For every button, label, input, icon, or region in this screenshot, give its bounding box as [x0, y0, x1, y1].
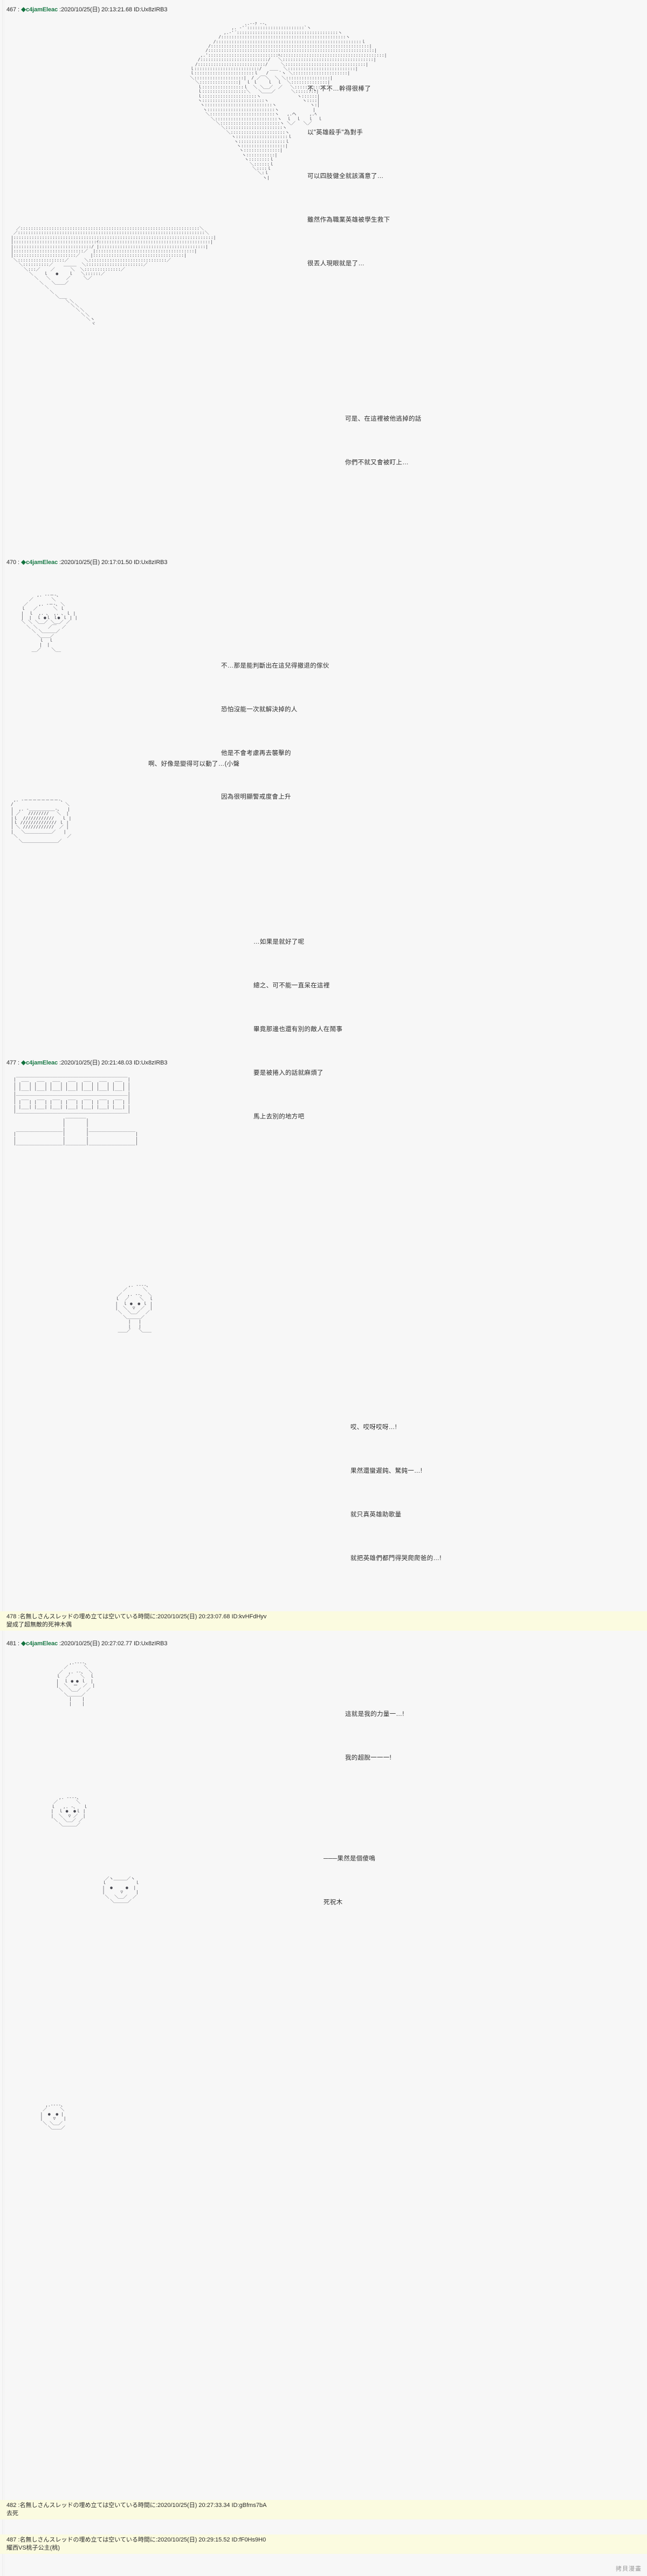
post-author-name: 名無しさんスレッドの埋め立ては空いている時間に: [19, 1613, 156, 1620]
dialogue-line: 就只真英雄助歌量: [350, 1512, 402, 1518]
post-header: 470 : ◆c4jamEleac :2020/10/25(日) 20:17:0…: [6, 558, 168, 566]
dialogue-block: ───果然是個傻鳴 死祝木: [324, 1823, 375, 1939]
dialogue-line: 很丟人現眼就是了…: [307, 260, 365, 267]
post-date: 2020/10/25(日) 20:13:21.68: [60, 6, 132, 13]
ascii-art: ..--ｧ --、 ,. -'´::::::::::::::::::::::`ヽ…: [190, 21, 387, 180]
dialogue-line: 可是、在這裡被他逃掉的話: [345, 416, 422, 422]
dialogue-block: 哎、哎呀哎呀…! 果然還蠻遲鈍、駑鈍一…! 就只真英雄助歌量 就把英雄們都門得哭…: [350, 1391, 442, 1595]
post-487: 487 :名無しさんスレッドの埋め立ては空いている時間に:2020/10/25(…: [0, 2534, 647, 2554]
post-header-anon: 482 :名無しさんスレッドの埋め立ては空いている時間に:2020/10/25(…: [0, 2500, 647, 2519]
post-body: 變成了超無敵的死神木偶: [6, 1622, 72, 1628]
dialogue-line: 他是不會考慮再去襲擊的: [221, 750, 291, 757]
post-number[interactable]: 482: [6, 2502, 17, 2509]
dialogue-line: 總之、可不能一直呆在這裡: [253, 983, 330, 989]
post-body: 去死: [6, 2510, 18, 2517]
post-author-name: 名無しさんスレッドの埋め立ては空いている時間に: [19, 2537, 156, 2543]
post-482: 482 :名無しさんスレッドの埋め立ては空いている時間に:2020/10/25(…: [0, 2500, 647, 2519]
post-tripcode: c4jamEleac: [26, 1640, 58, 1647]
post-header: 481 : ◆c4jamEleac :2020/10/25(日) 20:27:0…: [6, 1639, 168, 1647]
post-number[interactable]: 481: [6, 1640, 17, 1647]
dialogue-block: 不…那是能判斷出在這兒得撤退的傢伙 恐怕沒能一次就解決掉的人 他是不會考慮再去襲…: [221, 630, 329, 834]
dialogue-line: 畢竟那邊也還有別的敵人在鬧事: [253, 1026, 343, 1033]
post-uid[interactable]: ID:Ux8zIRB3: [133, 6, 168, 13]
post-number[interactable]: 477: [6, 1060, 17, 1066]
tripcode-diamond-icon: ◆: [20, 1059, 26, 1066]
post-header-anon: 487 :名無しさんスレッドの埋め立ては空いている時間に:2020/10/25(…: [0, 2534, 647, 2554]
post-uid[interactable]: ID:fF0Hs9H0: [231, 2537, 266, 2543]
post-date: 2020/10/25(日) 20:27:33.34: [157, 2502, 230, 2509]
ascii-art: ／ヽ＿＿＿／ヽ ｌ ｌ | ● ● | | ▽ | ＼ ＼＿／ ／ ＼＿＿＿／: [102, 1876, 140, 1904]
post-header: 477 : ◆c4jamEleac :2020/10/25(日) 20:21:4…: [6, 1059, 168, 1066]
post-uid[interactable]: ID:Ux8zIRB3: [133, 559, 168, 566]
ascii-art: ,.-‐‐-､ ／ ＼ ／ ,. --､ ＼ ｌ ／ ＼ ｌ | ｌ ● ● ｌ…: [56, 1660, 95, 1706]
dialogue-line: 因為很明顯警戒度會上升: [221, 794, 291, 800]
post-date: 2020/10/25(日) 20:23:07.68: [157, 1613, 230, 1620]
post-tripcode: c4jamEleac: [26, 6, 58, 13]
tripcode-diamond-icon: ◆: [20, 1639, 26, 1647]
dialogue-line: 啊、好像是變得可以動了…(小聲: [148, 761, 240, 767]
post-header-anon: 478 :名無しさんスレッドの埋め立ては空いている時間に:2020/10/25(…: [0, 1611, 647, 1631]
dialogue-block: 可是、在這裡被他逃掉的話 你們不就又會被盯上…: [345, 383, 422, 499]
post-date: 2020/10/25(日) 20:29:15.52: [157, 2537, 230, 2543]
post-470: 470 : ◆c4jamEleac :2020/10/25(日) 20:17:0…: [0, 558, 647, 566]
ascii-art: ,. -‐‐-､ ／ ＼ ｌ ,. -､ ｌ | ｌ ● ●ｌ | | ＼ ▽ …: [51, 1795, 88, 1828]
ascii-art: ,.-‐‐-､ ／ ＼ | ● ● | | ▽ | ＼ ＼＿／ ＼＿＿／: [40, 2103, 66, 2131]
post-header: 467 : ◆c4jamEleac :2020/10/25(日) 20:13:2…: [6, 5, 168, 13]
post-date: 2020/10/25(日) 20:21:48.03: [60, 1060, 132, 1066]
post-body: 耀西VS桃子公主(桃): [6, 2545, 60, 2551]
post-477: 477 : ◆c4jamEleac :2020/10/25(日) 20:21:4…: [0, 1059, 647, 1067]
ascii-art: ／:::::::::::::::::::::::::::::::::::::::…: [11, 226, 216, 326]
post-number[interactable]: 470: [6, 559, 17, 566]
dialogue-block: …如果是就好了呢 總之、可不能一直呆在這裡 畢竟那邊也還有別的敵人在鬧事 要是被…: [253, 906, 342, 1153]
ascii-art: ,. -‐－-､ ／ ＼ ／ ,. -－-､ ＼ ｌ ／ ＼ ｌ | ｌ ,. …: [21, 593, 78, 652]
dialogue-block: 不、不不…幹得很棒了 以"英雄殺手"為對手 可以四肢健全就該滿意了… 雖然作為職…: [307, 53, 390, 300]
post-tripcode: c4jamEleac: [26, 1060, 58, 1066]
post-uid[interactable]: ID:Ux8zIRB3: [133, 1640, 168, 1647]
dialogue-line: 哎、哎呀哎呀…!: [350, 1424, 397, 1431]
post-tripcode: c4jamEleac: [26, 559, 58, 566]
dialogue-line: 果然還蠻遲鈍、駑鈍一…!: [350, 1468, 423, 1474]
post-478: 478 :名無しさんスレッドの埋め立ては空いている時間に:2020/10/25(…: [0, 1611, 647, 1631]
dialogue-aside: 啊、好像是變得可以動了…(小聲: [148, 728, 239, 801]
dialogue-line: 死祝木: [324, 1899, 343, 1906]
dialogue-line: 可以四肢健全就該滿意了…: [307, 173, 384, 180]
post-uid[interactable]: ID:gBfms7bA: [231, 2502, 267, 2509]
dialogue-line: 雖然作為職業英雄被學生救下: [307, 217, 390, 223]
dialogue-line: 以"英雄殺手"為對手: [307, 129, 363, 136]
post-467: 467 : ◆c4jamEleac :2020/10/25(日) 20:13:2…: [0, 5, 647, 13]
dialogue-line: 你們不就又會被盯上…: [345, 459, 409, 466]
tripcode-diamond-icon: ◆: [20, 5, 26, 13]
post-uid[interactable]: ID:Ux8zIRB3: [133, 1060, 168, 1066]
post-author-name: 名無しさんスレッドの埋め立ては空いている時間に: [19, 2502, 156, 2509]
dialogue-line: ───果然是個傻鳴: [324, 1856, 376, 1862]
post-number[interactable]: 478: [6, 1613, 17, 1620]
dialogue-line: 就把英雄們都門得哭爬爬爸的…!: [350, 1555, 442, 1562]
dialogue-line: 恐怕沒能一次就解決掉的人: [221, 706, 298, 713]
dialogue-line: …如果是就好了呢: [253, 939, 305, 945]
dialogue-line: 我的超脫一一一!: [345, 1755, 392, 1761]
post-number[interactable]: 467: [6, 6, 17, 13]
post-number[interactable]: 487: [6, 2537, 17, 2543]
ascii-art: ,. -‐‐-､ ／ ＼ ／ ,. --､ ＼ ｌ ／ ＼ ｌ | ｌ ● ● …: [115, 1283, 154, 1334]
dialogue-line: 馬上去別的地方吧: [253, 1114, 305, 1120]
post-481: 481 : ◆c4jamEleac :2020/10/25(日) 20:27:0…: [0, 1639, 647, 1647]
post-date: 2020/10/25(日) 20:17:01.50: [60, 559, 132, 566]
dialogue-line: 不、不不…幹得很棒了: [307, 86, 371, 92]
tripcode-diamond-icon: ◆: [20, 558, 26, 566]
dialogue-line: 不…那是能判斷出在這兒得撤退的傢伙: [221, 663, 329, 669]
ascii-art: ________________________________________…: [13, 1073, 139, 1146]
dialogue-line: 要是被捲入的話就麻煩了: [253, 1070, 324, 1076]
dialogue-line: 這就是我的力量一…!: [345, 1711, 404, 1718]
watermark: 拷貝漫畫: [616, 2566, 642, 2572]
page-left-rail: [2, 0, 3, 2576]
post-uid[interactable]: ID:kvHFdHyv: [231, 1613, 267, 1620]
post-date: 2020/10/25(日) 20:27:02.77: [60, 1640, 132, 1647]
dialogue-block: 這就是我的力量一…! 我的超脫一一一!: [345, 1678, 404, 1795]
ascii-art: ,. -－－－－－－－－-､ / ＼ | ,. -＿＿＿＿＿＿-､ | | ／ …: [11, 798, 72, 843]
